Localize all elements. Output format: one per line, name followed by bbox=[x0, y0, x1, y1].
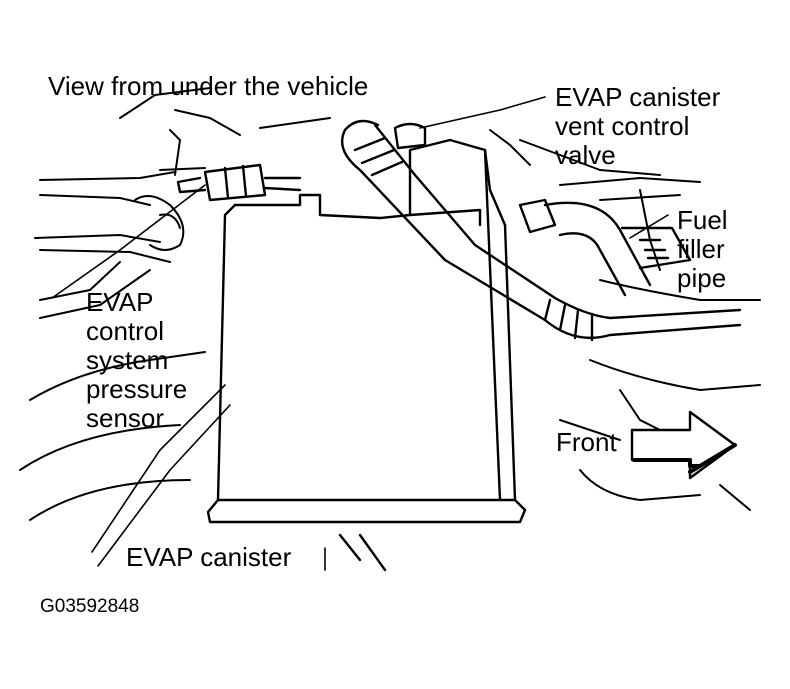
vent-valve-line-1: EVAP canister bbox=[555, 82, 721, 112]
fuel-filler-line-1: Fuel bbox=[677, 205, 728, 235]
vent-valve-line-3: valve bbox=[555, 140, 616, 170]
figure-id-label: G03592848 bbox=[40, 596, 140, 617]
pressure-sensor-line-1: EVAP bbox=[86, 287, 154, 317]
view-title-label: View from under the vehicle bbox=[48, 71, 369, 101]
pressure-sensor-label: EVAP control system pressure sensor bbox=[86, 288, 187, 433]
leader-lines bbox=[51, 96, 669, 571]
canister-label: EVAP canister bbox=[126, 542, 292, 572]
vent-valve-line-2: vent control bbox=[555, 111, 690, 141]
pressure-sensor-line-3: system bbox=[86, 345, 169, 375]
fuel-filler-label: Fuel filler pipe bbox=[677, 206, 728, 293]
pressure-sensor bbox=[176, 163, 302, 202]
vent-valve-label: EVAP canister vent control valve bbox=[555, 83, 720, 170]
pressure-sensor-line-2: control bbox=[86, 316, 165, 346]
fuel-filler-line-2: filler bbox=[677, 234, 725, 264]
pressure-sensor-line-5: sensor bbox=[86, 403, 165, 433]
chassis-background-lines bbox=[19, 87, 761, 521]
front-label: Front bbox=[556, 427, 617, 457]
vent-hose bbox=[340, 119, 742, 342]
front-arrow bbox=[630, 410, 737, 480]
fuel-filler-line-3: pipe bbox=[677, 263, 727, 293]
evap-canister-body bbox=[206, 122, 527, 572]
pressure-sensor-line-4: pressure bbox=[86, 374, 188, 404]
